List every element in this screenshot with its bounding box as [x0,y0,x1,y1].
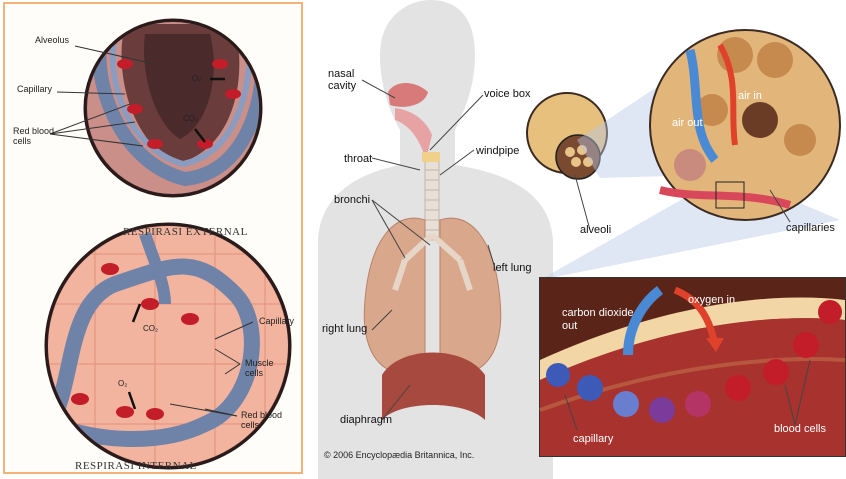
air-in-label: air in [738,90,762,102]
oxygen-in-label: oxygen in [688,294,735,306]
diaphragm-label: diaphragm [340,414,392,426]
left-lung-label: left lung [493,262,532,274]
right-lung-label: right lung [322,323,367,335]
voice-box-label: voice box [484,88,530,100]
air-out-label: air out [672,117,703,129]
copyright-text: © 2006 Encyclopædia Britannica, Inc. [324,450,474,460]
capillary-label: capillary [573,433,614,445]
nasal-cavity-label: nasal cavity [328,68,356,92]
bronchi-label: bronchi [334,194,370,206]
blood-cells-label: blood cells [774,423,826,435]
capillaries-label: capillaries [786,222,835,234]
alveoli-label: alveoli [580,224,611,236]
windpipe-label: windpipe [476,145,519,157]
throat-label: throat [344,153,372,165]
